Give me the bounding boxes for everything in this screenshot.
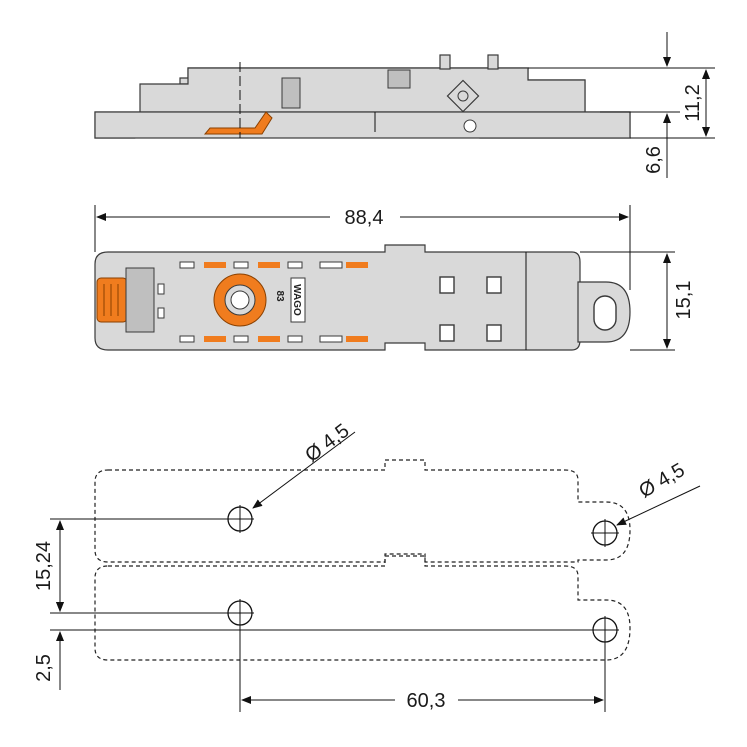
top-view-clip xyxy=(96,277,128,323)
side-view-pin-right xyxy=(487,54,499,70)
dim-label-spacing: 60,3 xyxy=(407,690,446,712)
top-view-eyelet-hole xyxy=(593,295,617,331)
dim-label-pitch: 15,24 xyxy=(33,541,55,591)
dim-label-width: 15,1 xyxy=(673,281,695,320)
label-diameter-right: Ø 4,5 xyxy=(635,459,688,503)
top-view-window-4 xyxy=(486,324,502,342)
label-diameter-left: Ø 4,5 xyxy=(301,420,353,467)
side-view-pin-left xyxy=(439,54,451,70)
footprint-view: Ø 4,5 Ø 4,5 15,24 2,5 60,3 xyxy=(33,420,701,712)
dim-label-offset: 6,6 xyxy=(643,146,665,174)
top-view-logo-text: WAGO xyxy=(291,284,302,316)
footprint-hole-2 xyxy=(591,519,619,547)
top-view-screw-hole xyxy=(230,290,250,310)
top-view-logo: WAGO 83 xyxy=(274,277,306,323)
leader-diameter-right xyxy=(616,485,701,526)
top-view-small-slot-2 xyxy=(157,307,165,319)
side-view-foot xyxy=(94,111,631,139)
footprint-outline-lower xyxy=(94,555,631,661)
dim-label-length: 88,4 xyxy=(345,207,384,229)
top-view: 88,4 xyxy=(94,205,695,351)
leader-diameter-left xyxy=(252,431,356,509)
dim-label-height: 11,2 xyxy=(682,84,704,121)
top-view-window-2 xyxy=(486,276,502,294)
side-view: 11,2 6,6 xyxy=(94,32,715,178)
top-view-model-text: 83 xyxy=(274,290,285,302)
side-view-slot xyxy=(281,77,301,109)
dim-label-small: 2,5 xyxy=(33,654,55,682)
top-view-clip-housing xyxy=(125,267,155,333)
top-view-window-3 xyxy=(439,324,455,342)
top-view-body xyxy=(94,244,581,351)
side-view-release-lever xyxy=(203,111,273,135)
side-view-notch xyxy=(387,69,411,89)
footprint-outline-upper xyxy=(94,459,631,563)
side-view-upper xyxy=(139,67,586,113)
side-view-screw-hole xyxy=(457,90,469,102)
top-view-small-slot-1 xyxy=(157,283,165,295)
side-view-latch-hole xyxy=(463,119,477,133)
top-view-window-1 xyxy=(439,276,455,294)
side-view-screw xyxy=(446,79,480,113)
